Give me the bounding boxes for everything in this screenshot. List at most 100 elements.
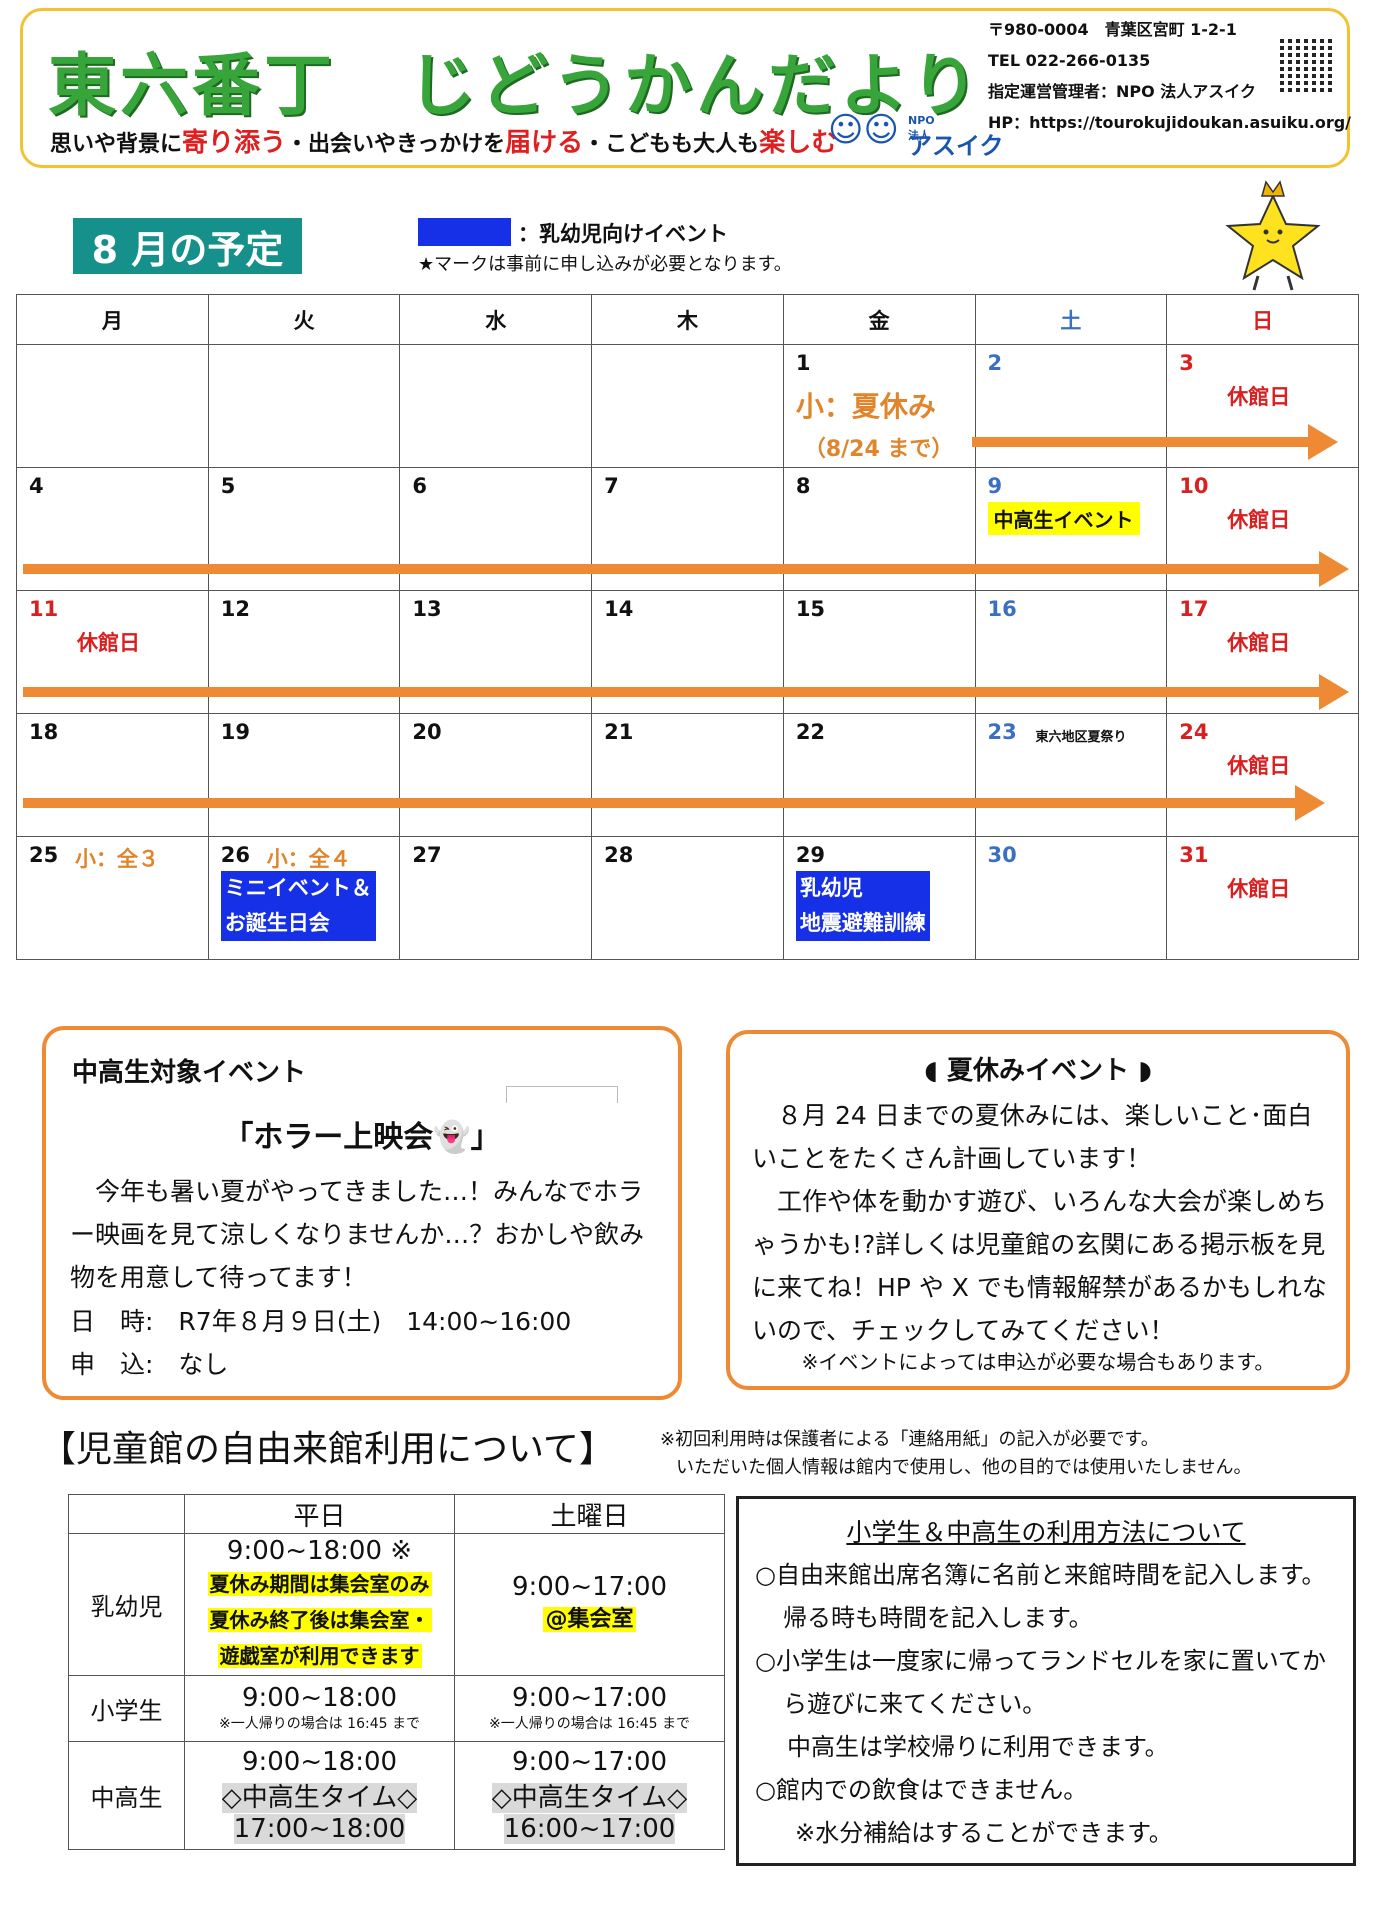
teen-event-body: 今年も暑い夏がやってきました…！みんなでホラー映画を見て涼しくなりませんか…？お… <box>70 1177 645 1292</box>
legend-swatch <box>418 218 511 246</box>
asuiku-logo: ☺☺ NPO法人 アスイク <box>828 110 1004 160</box>
row-elementary: 小学生 <box>68 1675 185 1742</box>
teen-weekday-cell: 9:00~18:00 ◇中高生タイム◇ 17:00~18:00 <box>184 1741 455 1850</box>
teen-saturday-hours: 9:00~17:00 <box>511 1747 668 1777</box>
day-number: 10 <box>1179 474 1209 498</box>
day-number: 9 <box>987 474 1003 498</box>
day-number: 16 <box>987 597 1017 621</box>
infant-weekday-cell: 9:00~18:00 ※ 夏休み期間は集会室のみ 夏休み終了後は集会室・ 遊戯室… <box>184 1533 455 1676</box>
usage-line: ※水分補給はすることができます。 <box>795 1819 1173 1847</box>
calendar-cell: 26 小：全４ ミニイベント＆お誕生日会 <box>207 836 401 960</box>
infant-saturday-cell: 9:00~17:00 @集会室 <box>454 1533 725 1676</box>
calendar-cell <box>207 344 401 468</box>
usage-line: ○館内での飲食はできません。 <box>755 1776 1088 1804</box>
calendar-cell: 2 <box>971 344 1338 468</box>
phone: TEL 022-266-0135 <box>988 51 1151 70</box>
summer-break-until: （8/24 まで） <box>803 437 954 462</box>
usage-line: ら遊びに来てください。 <box>783 1690 1047 1718</box>
calendar-cell: 31 休館日 <box>1166 836 1359 960</box>
weekday-sun: 日 <box>1166 294 1359 345</box>
newsletter-title: 東六番丁 じどうかんだより <box>48 47 983 126</box>
tag-decoration <box>506 1086 618 1103</box>
qr-code-icon[interactable] <box>1280 36 1336 92</box>
homepage-link[interactable]: HP：https://tourokujidoukan.asuiku.org/ <box>988 113 1352 132</box>
teen-time-label: ◇中高生タイム◇ <box>491 1783 688 1813</box>
day-number: 28 <box>604 843 634 867</box>
hours-table: 平日 土曜日 乳幼児 9:00~18:00 ※ 夏休み期間は集会室のみ 夏休み終… <box>68 1494 725 1850</box>
closed-label: 休館日 <box>1227 385 1291 409</box>
period-arrow <box>23 551 1349 587</box>
day-number: 29 <box>795 843 826 867</box>
teen-event-date: 日 時: R7年８月９日(土) 14:00~16:00 <box>70 1307 572 1336</box>
earthquake-drill-label: 乳幼児地震避難訓練 <box>795 871 930 941</box>
address: 〒980-0004 青葉区宮町 1-2-1 <box>988 20 1237 39</box>
weekday-fri: 金 <box>782 294 976 345</box>
infant-note: 夏休み終了後は集会室・ <box>207 1607 432 1632</box>
teen-event-heading: 中高生対象イベント <box>72 1058 307 1088</box>
elem-weekday-note: ※一人帰りの場合は 16:45 まで <box>219 1715 420 1732</box>
elem-saturday-cell: 9:00~17:00 ※一人帰りの場合は 16:45 まで <box>454 1675 725 1742</box>
watermelon-icon: ◗ <box>1138 1056 1152 1086</box>
teen-event-box: 中高生対象イベント 「ホラー上映会👻」 今年も暑い夏がやってきました…！みんなで… <box>42 1026 682 1400</box>
festival-label: 東六地区夏祭り <box>1035 730 1127 745</box>
elem-note: 小：全４ <box>266 847 351 871</box>
col-saturday: 土曜日 <box>454 1494 725 1534</box>
row-teen: 中高生 <box>68 1741 185 1850</box>
period-arrow <box>23 785 1325 821</box>
day-number: 14 <box>604 597 634 621</box>
calendar-cell: 3 休館日 <box>1166 344 1359 468</box>
manager: 指定運営管理者：NPO 法人アスイク <box>988 82 1256 101</box>
usage-line: 帰る時も時間を記入します。 <box>783 1604 1093 1632</box>
closed-label: 休館日 <box>77 631 140 655</box>
teen-event-apply: 申 込: なし <box>70 1350 229 1379</box>
hours-note-line: いただいた個人情報は館内で使用し、他の目的では使用いたしません。 <box>676 1457 1252 1478</box>
calendar-cell: 22 <box>782 713 976 837</box>
day-number: 2 <box>987 351 1003 375</box>
ghost-icon: 👻 <box>433 1120 471 1155</box>
summer-event-body1: ８月 24 日までの夏休みには、楽しいこと･面白いことをたくさん計画しています！ <box>752 1101 1313 1173</box>
infant-note: 遊戯室が利用できます <box>217 1643 422 1668</box>
contact-info: 〒980-0004 青葉区宮町 1-2-1 TEL 022-266-0135 指… <box>988 14 1351 138</box>
weekday-wed: 水 <box>399 294 593 345</box>
teen-saturday-time: 16:00~17:00 <box>503 1814 676 1844</box>
day-number: 31 <box>1179 843 1209 867</box>
hours-note-line: ※初回利用時は保護者による「連絡用紙」の記入が必要です。 <box>660 1429 1159 1450</box>
calendar-cell: 28 <box>591 836 784 960</box>
closed-label: 休館日 <box>1227 508 1291 532</box>
header-banner <box>20 8 1350 168</box>
day-number: 13 <box>412 597 442 621</box>
closed-label: 休館日 <box>1227 754 1291 778</box>
usage-line: ○自由来館出席名簿に名前と来館時間を記入します。 <box>755 1561 1326 1589</box>
infant-weekday-hours: 9:00~18:00 ※ <box>226 1535 413 1566</box>
star-mascot-icon <box>1225 180 1321 291</box>
day-number: 12 <box>220 597 250 621</box>
calendar-cell: 27 <box>399 836 593 960</box>
day-number: 20 <box>412 720 442 744</box>
elem-note: 小：全３ <box>75 847 159 871</box>
teen-saturday-cell: 9:00~17:00 ◇中高生タイム◇ 16:00~17:00 <box>454 1741 725 1850</box>
day-number: 15 <box>795 597 826 621</box>
calendar-cell: 1 小：夏休み （8/24 まで） <box>782 344 976 468</box>
day-number: 23 <box>987 720 1017 744</box>
day-number: 19 <box>220 720 250 744</box>
smile-faces-icon: ☺☺ <box>828 110 899 150</box>
closed-label: 休館日 <box>1227 631 1291 655</box>
col-weekday: 平日 <box>184 1494 455 1534</box>
day-number: 25 <box>29 843 59 867</box>
calendar-cell: 30 <box>974 836 1168 960</box>
day-number: 27 <box>412 843 442 867</box>
usage-box: 小学生＆中高生の利用方法について ○自由来館出席名簿に名前と来館時間を記入します… <box>736 1496 1356 1866</box>
usage-line: ○小学生は一度家に帰ってランドセルを家に置いてか <box>755 1647 1327 1675</box>
weekday-thu: 木 <box>591 294 784 345</box>
calendar: 月 火 水 木 金 土 日 1 小：夏休み （8/24 まで） 2 3 休館日 … <box>16 294 1359 960</box>
closed-label: 休館日 <box>1227 877 1291 901</box>
elem-saturday-hours: 9:00~17:00 <box>511 1682 668 1713</box>
elem-saturday-note: ※一人帰りの場合は 16:45 まで <box>489 1715 690 1732</box>
calendar-cell: 23 東六地区夏祭り <box>974 713 1168 837</box>
teen-event-label: 中高生イベント <box>987 502 1140 535</box>
horror-title: 「ホラー上映会👻」 <box>223 1120 501 1155</box>
period-arrow <box>23 674 1349 710</box>
calendar-cell: 20 <box>399 713 593 837</box>
day-number: 11 <box>29 597 59 621</box>
calendar-cell: 25 小：全３ <box>16 836 209 960</box>
